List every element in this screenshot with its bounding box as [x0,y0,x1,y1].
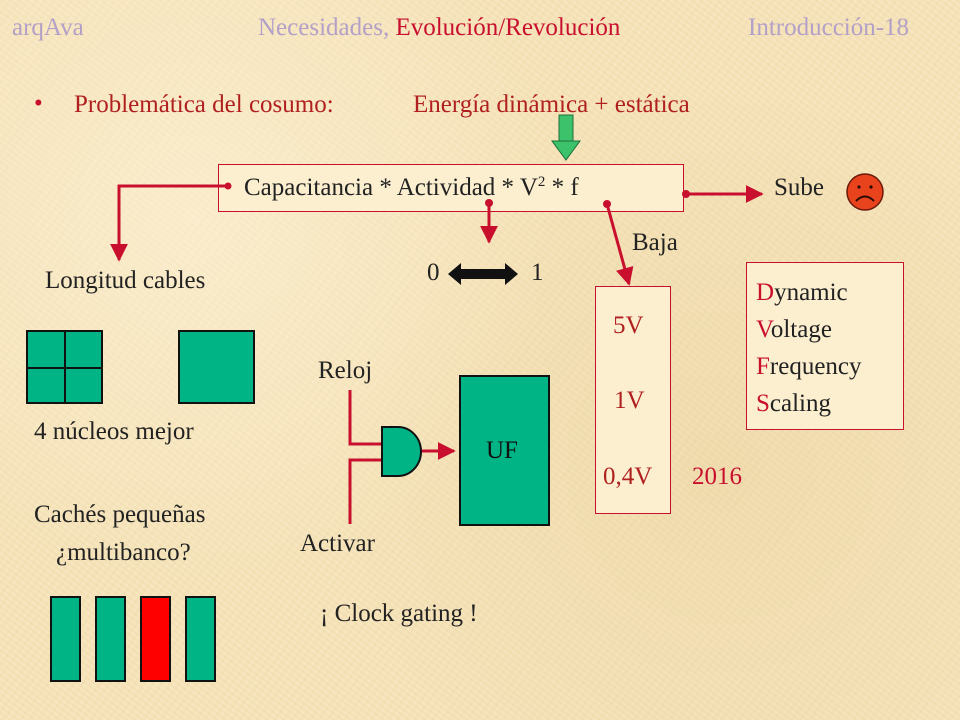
arrow-to-voltage [603,200,634,286]
formula-part2: * f [545,174,579,201]
sad-face-icon [845,172,885,217]
uf-label: UF [486,437,518,464]
header-right: Introducción-18 [748,14,910,41]
header-left: arqAva [12,14,84,41]
dvfs-rest: caling [769,390,831,417]
voltage-04v: 0,4V [603,463,653,490]
clock-gating-label: ¡ Clock gating ! [320,600,478,627]
dvfs-line-frequency: Frequency [756,348,862,385]
arrow-to-toggle [480,199,498,244]
core-divider-horizontal [28,367,101,369]
bullet-dot: • [34,90,43,117]
caches-line2: ¿multibanco? [56,539,191,566]
formula-part1: Capacitancia * Actividad * V [244,174,538,201]
header-center-prefix: Necesidades, [258,14,396,41]
dvfs-list: Dynamic Voltage Frequency Scaling [756,274,862,422]
formula-exponent: 2 [537,174,546,190]
year-label: 2016 [692,463,742,490]
voltage-1v: 1V [614,387,645,414]
dvfs-initial: D [756,279,775,306]
activar-label: Activar [300,530,375,557]
bullet-label: Problemática del cosumo: [74,91,334,118]
cache-bank-2 [95,596,126,682]
longitud-cables-label: Longitud cables [45,267,206,294]
dvfs-rest: ynamic [774,279,848,306]
toggle-zero: 0 [427,259,440,286]
toggle-one: 1 [531,259,544,286]
dvfs-line-scaling: Scaling [756,385,862,422]
dvfs-rest: oltage [770,316,832,343]
single-core-chip [178,330,255,404]
dvfs-initial: F [756,353,770,380]
header-center: Necesidades, Evolución/Revolución [258,14,620,42]
voltage-box [595,286,671,514]
dvfs-line-dynamic: Dynamic [756,274,862,311]
cache-bank-1 [50,596,81,682]
baja-label: Baja [632,229,678,256]
down-arrow-icon [551,114,581,161]
activar-wire [348,458,385,524]
dvfs-box [746,262,904,430]
formula-text: Capacitancia * Actividad * V2 * f [244,174,579,202]
reloj-wire [348,390,385,446]
double-arrow-icon [448,263,518,285]
dvfs-line-voltage: Voltage [756,311,862,348]
reloj-label: Reloj [318,357,373,384]
voltage-5v: 5V [613,312,644,339]
and-gate-icon [381,426,422,477]
uf-block [459,375,550,526]
dvfs-initial: V [756,316,771,343]
arrow-to-longitud [110,182,232,262]
dvfs-initial: S [756,390,770,417]
cores-label: 4 núcleos mejor [34,418,194,445]
bullet-text: Energía dinámica + estática [413,91,690,118]
caches-line1: Cachés pequeñas [34,501,206,528]
sube-label: Sube [774,174,824,201]
arrow-to-sube [682,185,764,203]
four-core-chip [26,330,103,404]
cache-bank-3-active [140,596,171,682]
dvfs-rest: requency [769,353,862,380]
cache-bank-4 [185,596,216,682]
header-center-highlight: Evolución/Revolución [395,14,621,41]
